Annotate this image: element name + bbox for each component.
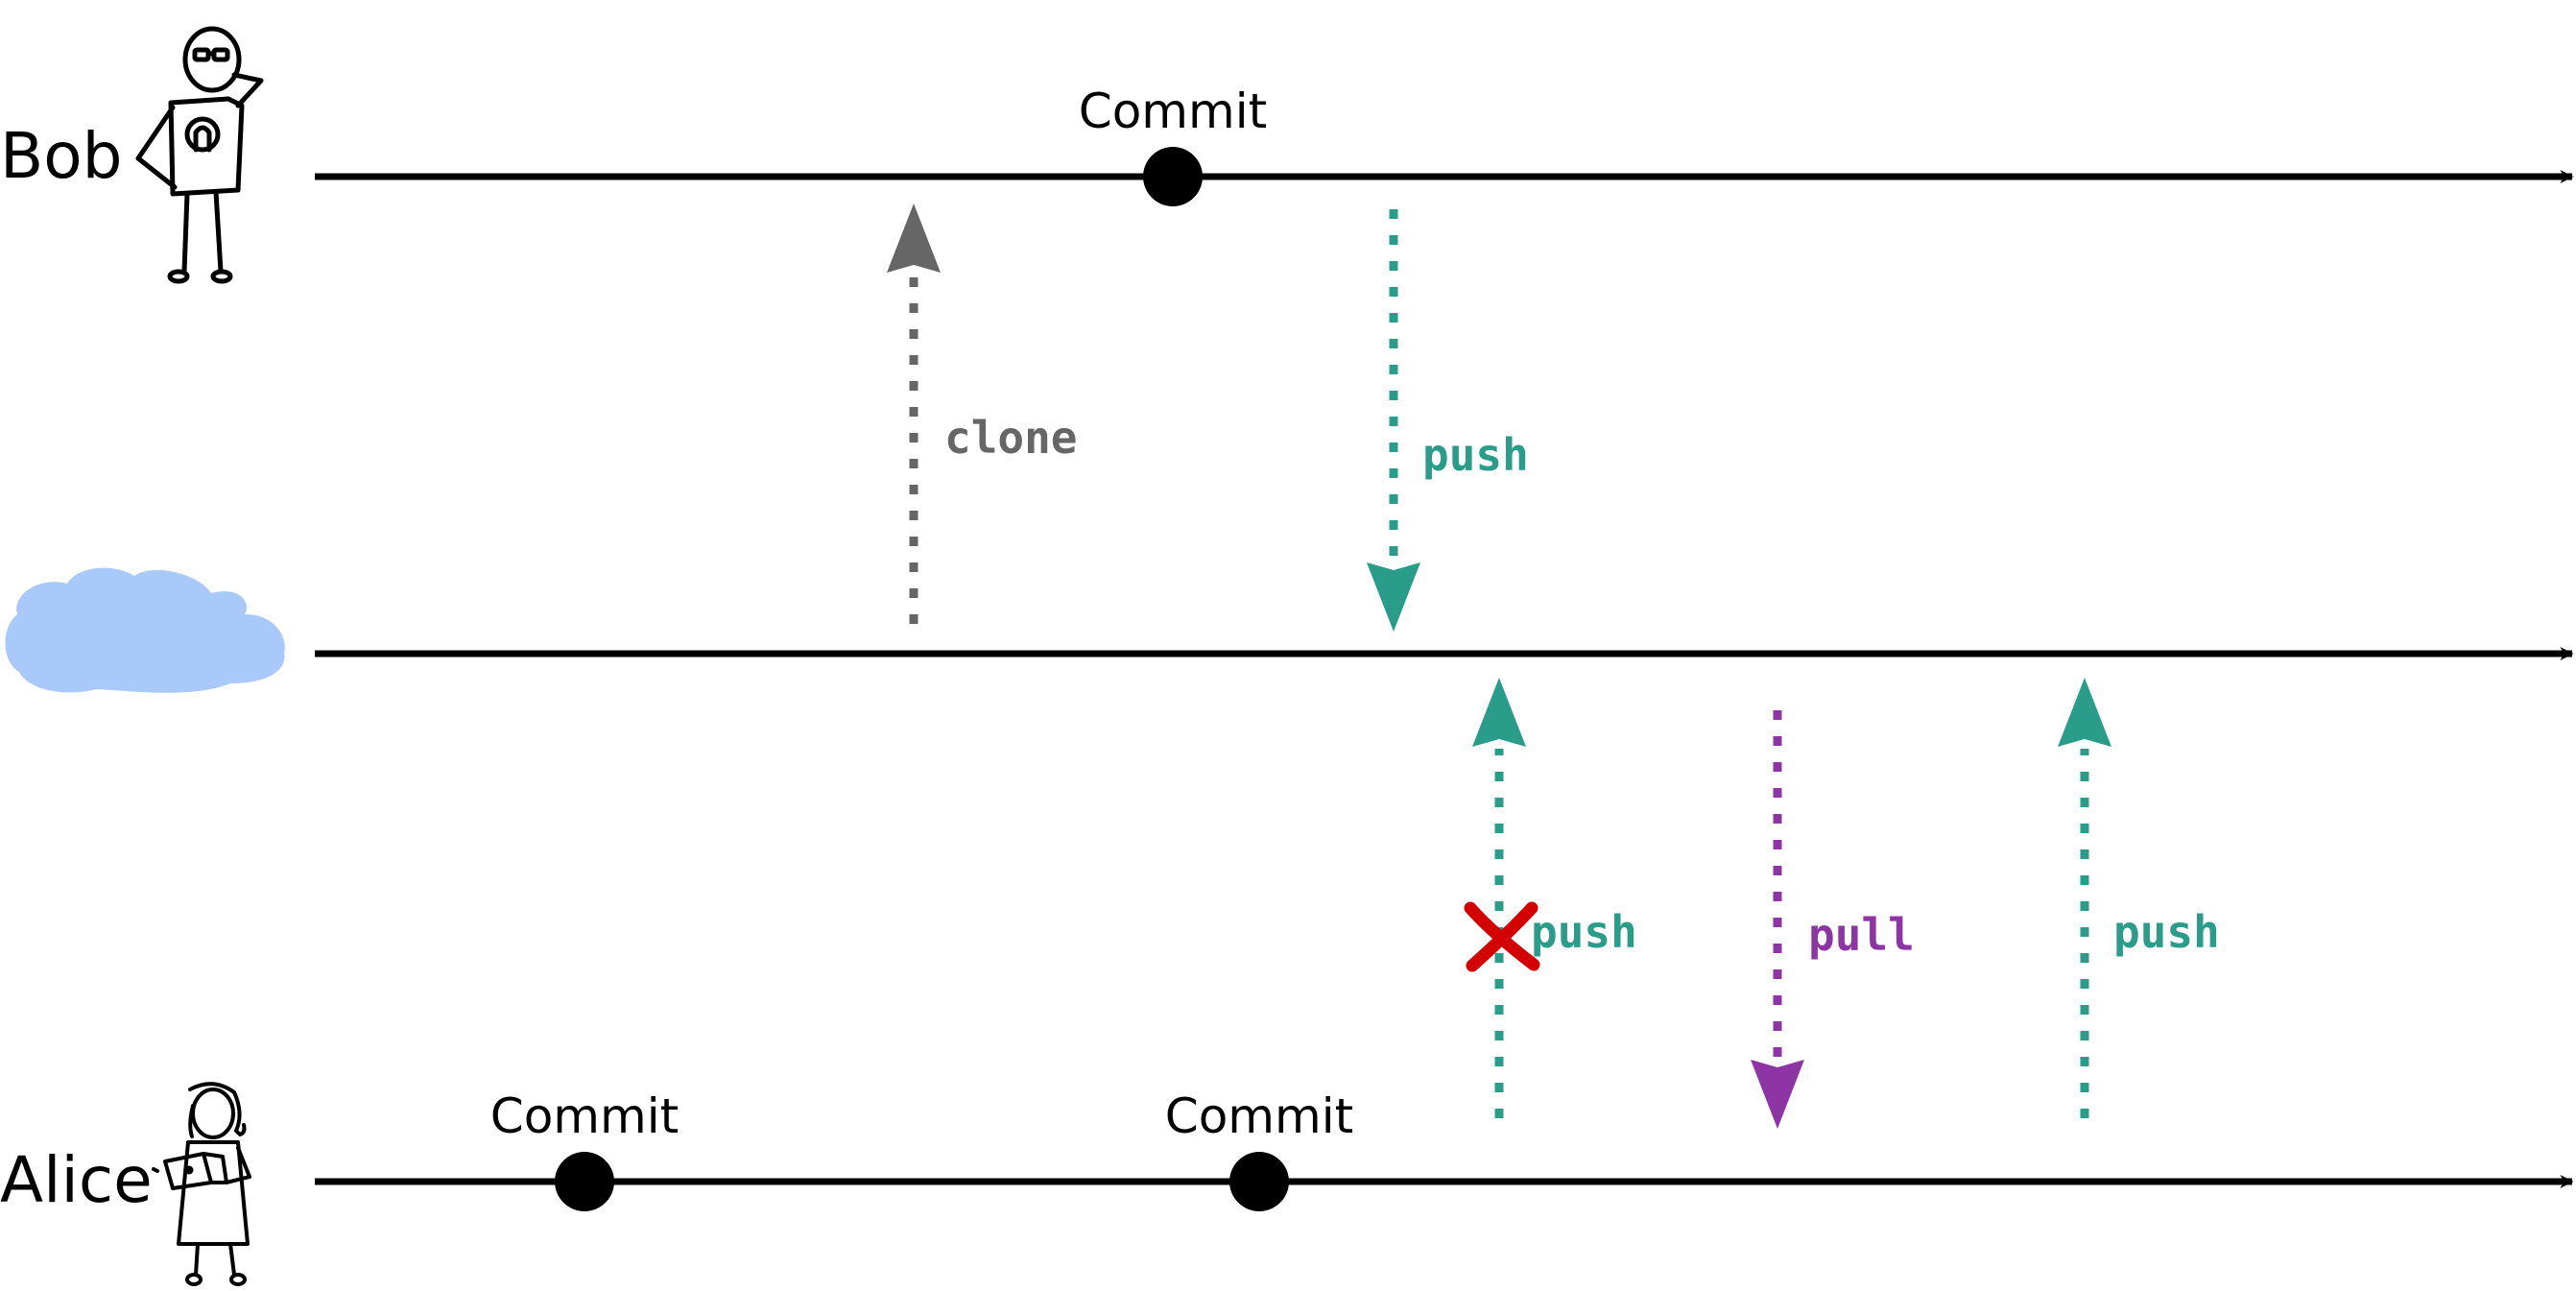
clone-arrow [887,203,941,624]
commit-dot [555,1152,614,1211]
commit-label: Commit [1079,84,1267,139]
person-with-laptop-icon [152,1082,251,1286]
commit-label: Commit [490,1088,679,1144]
actor-label-alice: Alice [0,1143,153,1217]
actor-label-bob: Bob [0,119,123,193]
push-label: push [2113,906,2220,958]
push-label: push [1531,906,1637,958]
rejected-push-arrow [1472,678,1526,1118]
commit-label: Commit [1165,1088,1353,1144]
commit-dot [1143,147,1203,206]
push-arrow [2058,678,2111,1118]
push-label: push [1422,429,1529,481]
person-with-glasses-icon [135,26,264,284]
pull-arrow [1751,710,1804,1129]
commit-dot [1229,1152,1289,1211]
push-arrow [1367,209,1420,632]
clone-label: clone [944,412,1077,464]
cloud-icon [5,567,285,693]
rejected-x-icon [1464,901,1540,972]
pull-label: pull [1808,909,1915,961]
